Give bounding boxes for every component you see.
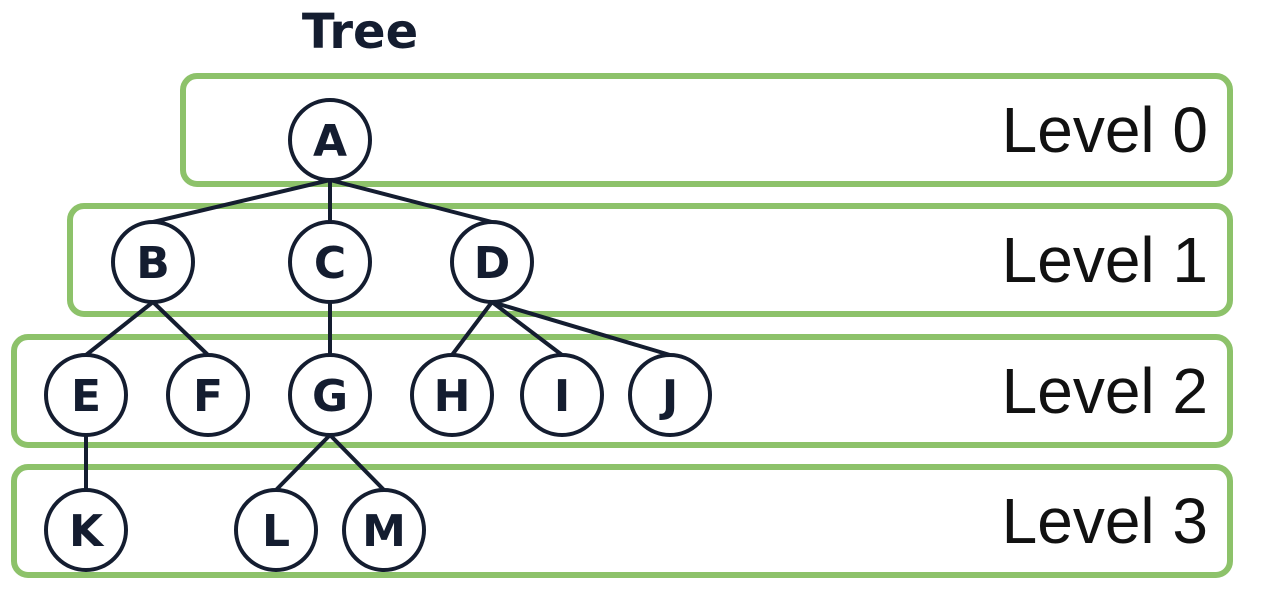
edge-G-L bbox=[274, 433, 332, 492]
node-label-H: H bbox=[434, 371, 471, 422]
node-circle-M bbox=[342, 488, 426, 572]
tree-node-K: K bbox=[44, 488, 128, 572]
tree-node-G: G bbox=[288, 353, 372, 437]
tree-node-F: F bbox=[166, 353, 250, 437]
tree-node-E: E bbox=[44, 353, 128, 437]
node-circle-B bbox=[111, 220, 195, 304]
node-circle-L bbox=[234, 488, 318, 572]
edge-D-I bbox=[490, 300, 564, 357]
node-label-C: C bbox=[314, 238, 346, 289]
node-circle-K bbox=[44, 488, 128, 572]
node-label-J: J bbox=[659, 371, 678, 422]
edge-D-J bbox=[491, 300, 671, 357]
level-boxes: Level 0 Level 1 Level 2 Level 3 bbox=[11, 73, 1233, 578]
tree-node-I: I bbox=[520, 353, 604, 437]
tree-node-D: D bbox=[450, 220, 534, 304]
tree-node-A: A bbox=[288, 98, 372, 182]
level-box-1 bbox=[67, 203, 1233, 317]
level-box-3 bbox=[11, 464, 1233, 578]
tree-node-H: H bbox=[410, 353, 494, 437]
tree-node-L: L bbox=[234, 488, 318, 572]
node-circle-F bbox=[166, 353, 250, 437]
node-circle-I bbox=[520, 353, 604, 437]
node-label-B: B bbox=[136, 238, 170, 289]
diagram-title: Tree bbox=[302, 4, 418, 60]
level-label-2: Level 2 bbox=[1002, 355, 1208, 427]
level-label-1: Level 1 bbox=[1002, 224, 1208, 296]
node-label-A: A bbox=[313, 116, 347, 167]
node-circle-H bbox=[410, 353, 494, 437]
tree-edges bbox=[84, 178, 671, 492]
edge-B-E bbox=[84, 300, 155, 357]
edge-D-H bbox=[450, 300, 494, 357]
level-label-3: Level 3 bbox=[1002, 485, 1208, 557]
node-circle-G bbox=[288, 353, 372, 437]
node-circle-J bbox=[628, 353, 712, 437]
node-label-K: K bbox=[69, 506, 105, 557]
node-label-E: E bbox=[71, 371, 101, 422]
node-label-M: M bbox=[362, 506, 406, 557]
level-box-2 bbox=[11, 334, 1233, 448]
node-label-D: D bbox=[474, 238, 511, 289]
tree-node-C: C bbox=[288, 220, 372, 304]
tree-node-J: J bbox=[628, 353, 712, 437]
tree-nodes: A B C D E F G H I J K L M bbox=[44, 98, 712, 572]
level-box-0 bbox=[180, 73, 1233, 187]
node-circle-A bbox=[288, 98, 372, 182]
tree-node-B: B bbox=[111, 220, 195, 304]
edge-A-D bbox=[329, 178, 493, 224]
edge-G-M bbox=[328, 433, 386, 492]
tree-node-M: M bbox=[342, 488, 426, 572]
node-circle-E bbox=[44, 353, 128, 437]
node-circle-C bbox=[288, 220, 372, 304]
node-label-G: G bbox=[312, 371, 348, 422]
level-label-0: Level 0 bbox=[1002, 94, 1208, 166]
edge-B-F bbox=[151, 300, 210, 357]
node-label-L: L bbox=[262, 506, 290, 557]
node-label-F: F bbox=[193, 371, 223, 422]
edge-A-B bbox=[152, 178, 331, 224]
node-circle-D bbox=[450, 220, 534, 304]
node-label-I: I bbox=[554, 371, 570, 422]
